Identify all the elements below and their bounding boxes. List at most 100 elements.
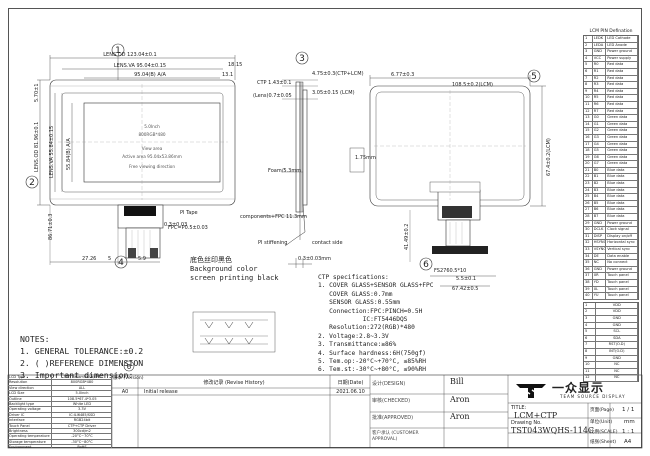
notes-callout-6: 6 bbox=[127, 363, 132, 371]
dim-6-77: 6.77±0.3 bbox=[391, 72, 414, 78]
parameter-name: Backlight type bbox=[8, 402, 52, 407]
pin-function: Touch panel bbox=[606, 286, 638, 293]
dim-5-70: 5.70±1 bbox=[34, 83, 40, 102]
revision-version: A0 bbox=[121, 389, 129, 395]
pin-function: Power ground bbox=[606, 266, 638, 273]
pin-function: Green data bbox=[606, 141, 638, 148]
pin-number: 30 bbox=[584, 227, 593, 233]
pin-symbol: VSYNC bbox=[593, 247, 607, 253]
parameter-value: 300cd/m2 bbox=[52, 429, 112, 434]
pin-number: 2 bbox=[584, 42, 593, 49]
parameter-value: RoHS bbox=[52, 445, 112, 448]
pin-symbol: R5 bbox=[593, 95, 607, 101]
ctp-pin-symbol: GND bbox=[596, 355, 638, 362]
ctp-pin-symbol: GND bbox=[596, 315, 638, 322]
logo-en-text: TEAM SOURCE DISPLAY bbox=[560, 394, 626, 399]
pin-symbol: XR bbox=[593, 273, 607, 279]
pin-symbol: G5 bbox=[593, 148, 607, 154]
pin-number: 12 bbox=[584, 108, 593, 115]
pin-function: Touch panel bbox=[606, 279, 638, 286]
ctp-pin-number: 3 bbox=[584, 315, 596, 322]
pin-symbol: R6 bbox=[593, 101, 607, 108]
unit-label: 单位(Unit) bbox=[590, 420, 613, 425]
pin-number: 32 bbox=[584, 240, 593, 246]
pin-symbol: VCC bbox=[593, 55, 607, 62]
parameter-value: IC:ILI6485/SSD bbox=[52, 412, 112, 418]
dim-lens-od-height: LENS.OD 81.96±0.1 bbox=[34, 122, 40, 172]
parameter-name: Operating voltage bbox=[8, 407, 52, 412]
pin-symbol: GND bbox=[593, 220, 607, 227]
dim-components-fpc: components+FPC 11.3mm bbox=[240, 214, 307, 220]
pin-number: 39 bbox=[584, 286, 593, 293]
pin-number: 9 bbox=[584, 88, 593, 95]
pin-number: 26 bbox=[584, 200, 593, 207]
spec-line: 4. Surface hardness:6H(750gf) bbox=[318, 349, 427, 357]
callout-2: 2 bbox=[29, 178, 35, 188]
specs-title: CTP specifications: bbox=[318, 274, 389, 281]
pin-number: 15 bbox=[584, 128, 593, 134]
drawing-no-label: Drawing No. bbox=[511, 420, 542, 426]
pin-number: 38 bbox=[584, 279, 593, 286]
front-view-area-label: View area bbox=[142, 146, 163, 151]
pin-symbol: B3 bbox=[593, 187, 607, 194]
dim-lens-va-height: LENS.VA 55.84±0.15 bbox=[49, 126, 55, 178]
revision-description: Initial release bbox=[144, 389, 178, 395]
dim-41-49: 41.49±0.2 bbox=[404, 224, 410, 250]
front-resolution-label: 800RGB*480 bbox=[138, 132, 165, 137]
pin-function: Vertical sync bbox=[606, 247, 638, 253]
pin-symbol: GND bbox=[593, 49, 607, 55]
pin-symbol: G7 bbox=[593, 161, 607, 167]
pin-symbol: LEDA bbox=[593, 42, 607, 49]
pin-number: 29 bbox=[584, 220, 593, 227]
pin-function: Blue data bbox=[606, 200, 638, 207]
pin-function: Green data bbox=[606, 154, 638, 161]
pin-function: Blue data bbox=[606, 194, 638, 200]
pin-table-title: LCM PIN Defination bbox=[589, 29, 633, 34]
scale-label: 比例(SCALE) bbox=[590, 430, 618, 435]
back-thick-label: 1.75mm bbox=[355, 155, 376, 161]
ctp-pin-number: 2 bbox=[584, 309, 596, 315]
page-label: 页面(Page) bbox=[590, 408, 614, 413]
pin-number: 7 bbox=[584, 75, 593, 82]
pin-number: 3 bbox=[584, 49, 593, 55]
ctp-pin-symbol: RST(O.D) bbox=[596, 342, 638, 348]
spec-line: Resolution:272(RGB)*480 bbox=[318, 324, 415, 332]
pin-symbol: B2 bbox=[593, 181, 607, 187]
background-color-note-cn: 底色丝印黑色 bbox=[190, 256, 232, 264]
spec-line: 6. Tem.st:-30°C~+80°C, ≤90%RH bbox=[318, 366, 427, 374]
pin-number: 35 bbox=[584, 260, 593, 266]
pin-function: Clock signal bbox=[606, 227, 638, 233]
pin-function: Red data bbox=[606, 88, 638, 95]
parameter-value: 800RGB*480 bbox=[52, 380, 112, 385]
spec-line: 5. Tem.op:-20°C~+70°C, ≤85%RH bbox=[318, 358, 427, 366]
ctp-pin-symbol: NC bbox=[596, 362, 638, 368]
dim-lcm-thickness: 3.05±0.15 (LCM) bbox=[312, 90, 355, 96]
